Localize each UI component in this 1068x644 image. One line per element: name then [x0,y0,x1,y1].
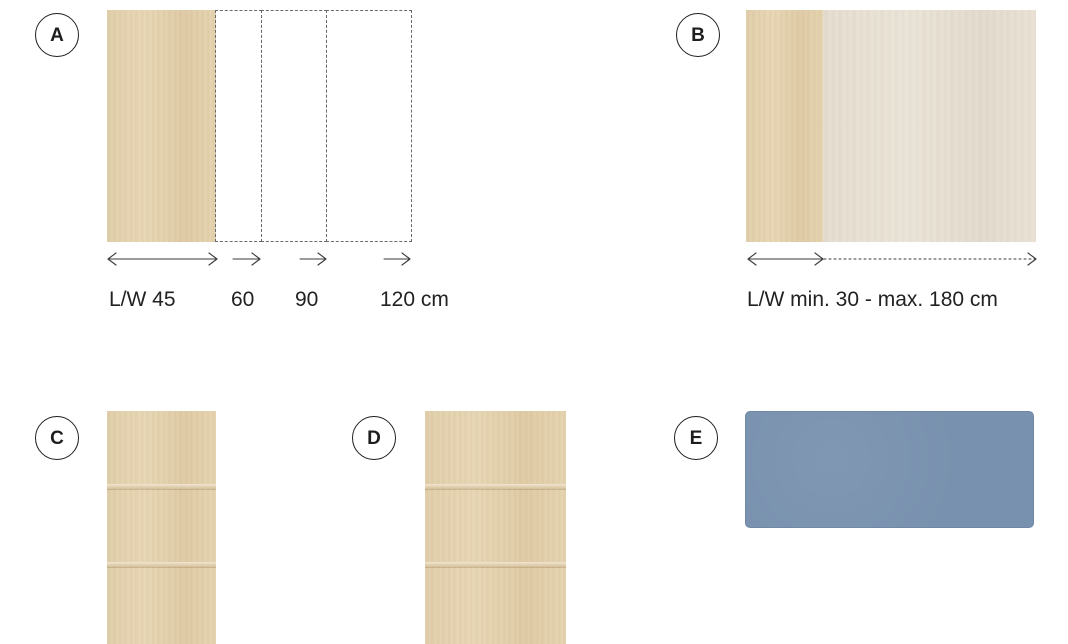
panel-c-shelf-unit [107,411,216,644]
shelf [107,484,216,489]
arrow-right-icon [299,252,327,266]
arrow-right-icon [383,252,411,266]
double-arrow-icon [747,252,824,266]
label-90: 90 [295,288,319,311]
panel-a-outline-120 [326,10,412,242]
panel-b-wood-extension [823,10,1036,242]
panel-a-wood [107,10,216,242]
shelf [107,562,216,567]
label-60: 60 [231,288,255,311]
badge-b: B [676,13,720,57]
badge-a: A [35,13,79,57]
double-arrow-icon [107,252,218,266]
panel-b-wood-min [746,10,824,242]
panel-d-shelf-unit [425,411,566,644]
arrow-right-icon [232,252,261,266]
badge-e: E [674,416,718,460]
dotted-arrow-icon [823,252,1037,266]
label-120cm: 120 cm [380,288,449,311]
badge-d: D [352,416,396,460]
label-lw45: L/W 45 [109,288,176,311]
panel-e-fabric [745,411,1034,528]
shelf [425,562,566,567]
label-range: L/W min. 30 - max. 180 cm [747,288,998,311]
shelf [425,484,566,489]
badge-c: C [35,416,79,460]
